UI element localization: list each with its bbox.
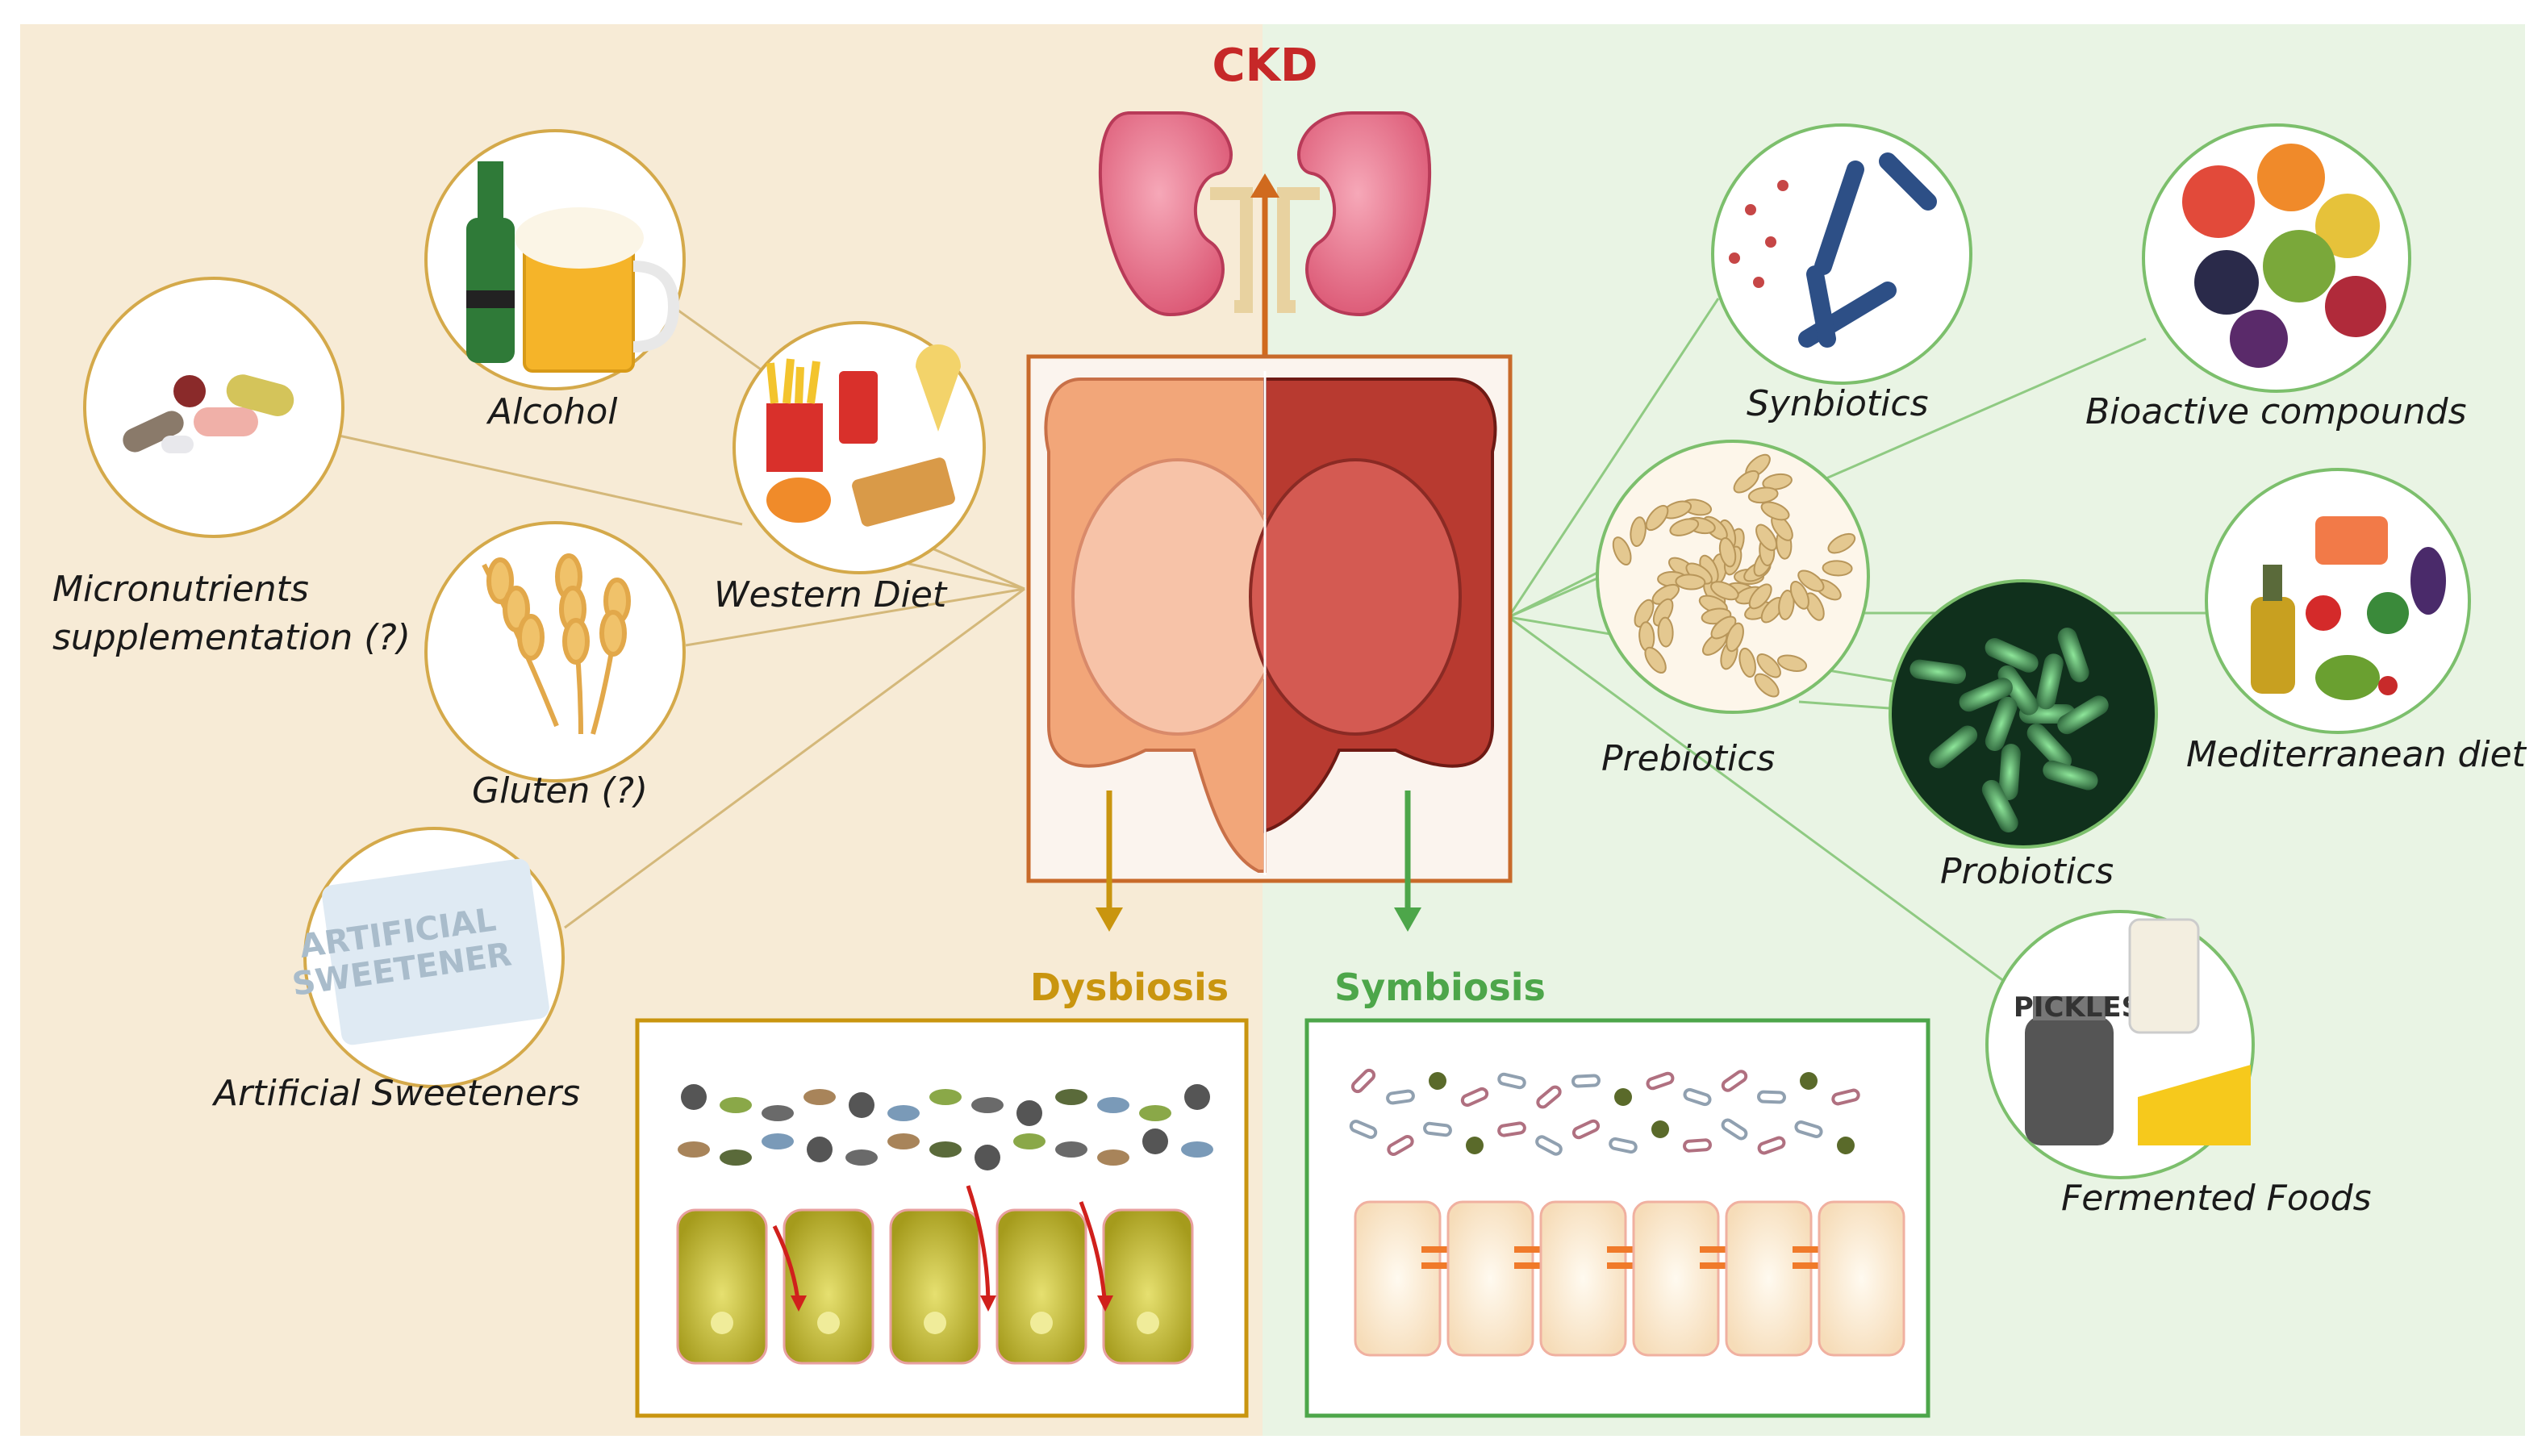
dysbiosis-title: Dysbiosis [1030,966,1229,1009]
symbiosis-arrow [1394,791,1421,932]
symbiosis-panel [1304,1018,1930,1418]
alcohol-image [424,129,686,390]
western-diet-label: Western Diet [714,574,947,615]
dysbiosis-epithelial-cells [676,1185,1194,1365]
dysbiosis-arrow [1096,791,1123,932]
artificial-sweeteners-label: Artificial Sweeteners [214,1073,581,1114]
synbiotics-label: Synbiotics [1747,383,1929,424]
prebiotics-label: Prebiotics [1601,738,1776,779]
synbiotics-image [1711,123,1972,385]
probiotics-image [1889,579,2158,849]
fermented-foods-label: Fermented Foods [2061,1178,2372,1219]
prebiotics-image [1596,440,1870,714]
symbiosis-epithelial-cells [1354,1200,1905,1357]
dysbiosis-panel [635,1018,1249,1418]
gluten-image [424,521,686,782]
gluten-label: Gluten (?) [472,770,649,811]
micronutrients-label-line2: supplementation (?) [52,617,411,658]
bioactive-compounds-image [2142,123,2411,393]
mediterranean-diet-image [2205,468,2471,734]
symbiosis-microbes [1349,1068,1860,1156]
svg-text:PICKLES: PICKLES [2014,991,2141,1024]
intestine-illustration [1026,354,1513,883]
dysbiosis-microbes [678,1084,1213,1170]
micronutrients-image [83,277,344,538]
ckd-title: CKD [1212,40,1318,92]
probiotics-label: Probiotics [1940,851,2114,892]
alcohol-label: Alcohol [488,391,618,432]
mediterranean-diet-label: Mediterranean diet [2186,734,2526,775]
left-connectors [338,297,1025,929]
artificial-sweetener-image: ARTIFICIAL SWEETENER [290,827,565,1088]
micronutrients-label-line1: Micronutrients [52,569,309,610]
kidneys-illustration [1099,111,1431,317]
fermented-foods-image: PICKLES [1985,910,2255,1179]
symbiosis-title: Symbiosis [1334,966,1546,1009]
western-diet-image [732,321,986,574]
bioactive-compounds-label: Bioactive compounds [2085,391,2467,432]
